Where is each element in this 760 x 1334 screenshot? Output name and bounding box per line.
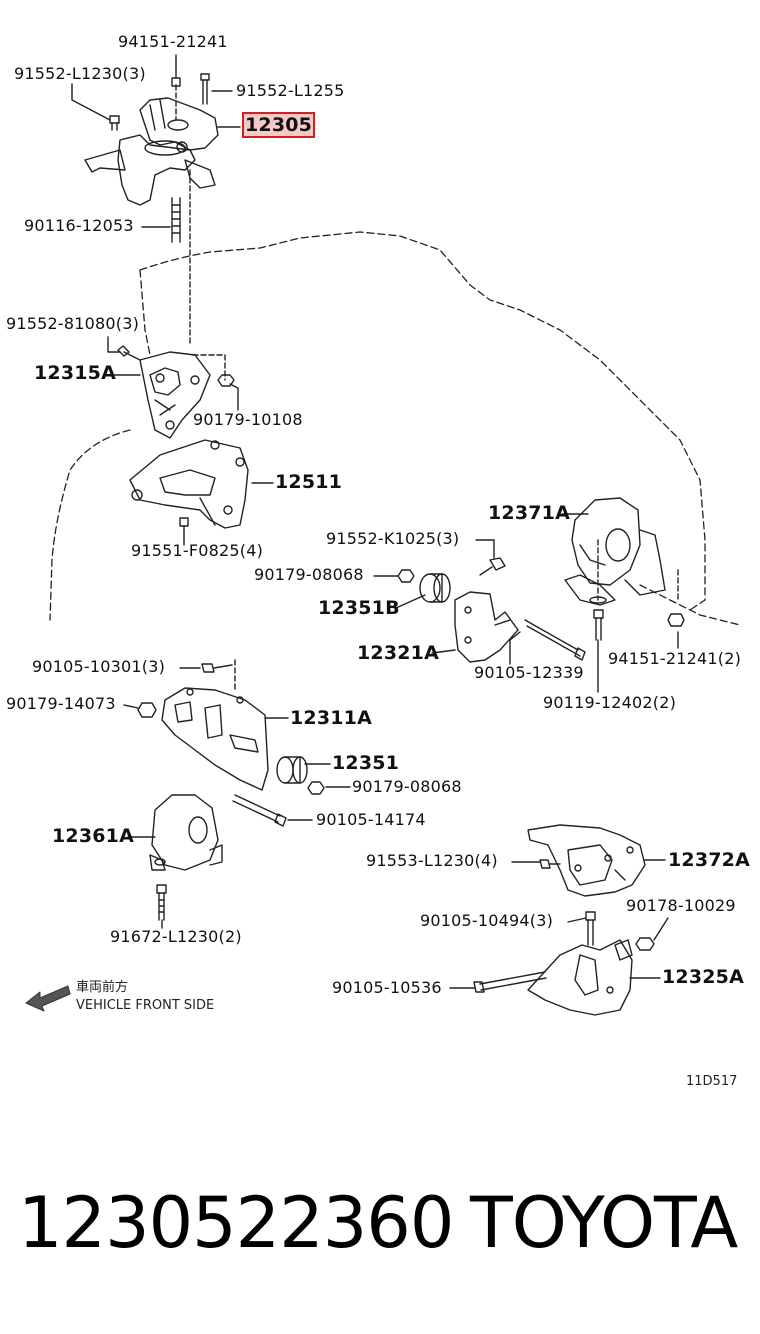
label-12321A: 12321A (357, 642, 440, 664)
engine-outline-left (139, 269, 151, 356)
bolt-94151-21241 (171, 77, 181, 87)
label-12315A: 12315A (34, 362, 117, 384)
part-12305-mount (84, 97, 219, 206)
label-94151-21241-2: 94151-21241(2) (608, 649, 742, 668)
label-91551-F0825: 91551-F0825(4) (131, 541, 264, 560)
bolt-91553-L1230 (539, 859, 561, 869)
bolt-90105-10536 (473, 971, 547, 993)
bolt-91672-L1230 (156, 884, 167, 921)
bolt-91552-L1230 (109, 115, 120, 131)
label-91552-L1255: 91552-L1255 (236, 81, 345, 100)
label-12361A: 12361A (52, 825, 135, 847)
bolt-90105-12339 (524, 619, 586, 661)
label-90105-14174: 90105-14174 (316, 810, 426, 829)
label-90179-14073: 90179-14073 (6, 694, 116, 713)
direction-label-en: VEHICLE FRONT SIDE (76, 998, 215, 1013)
nut-94151-21241 (667, 613, 685, 627)
label-91553-L1230: 91553-L1230(4) (366, 851, 498, 870)
label-90105-10494: 90105-10494(3) (420, 911, 554, 930)
label-90179-08068-lower: 90179-08068 (352, 777, 462, 796)
label-12305-highlighted: 12305 (242, 112, 316, 138)
nut-90179-08068-lower (307, 781, 325, 795)
bolt-91552-K1025 (479, 557, 506, 576)
label-90178-10029: 90178-10029 (626, 896, 736, 915)
footer-part-number: 1230522360 (18, 1182, 454, 1264)
direction-label-jp: 車両前方 (76, 980, 129, 995)
part-12311A-bracket (161, 687, 269, 791)
part-12351-bushing (276, 756, 308, 784)
stud-90116-12053 (171, 197, 181, 243)
bolt-90105-14174 (232, 794, 287, 827)
part-12315A-bracket (139, 351, 211, 439)
part-12361A-mount (149, 794, 223, 871)
label-90119-12402: 90119-12402(2) (543, 693, 677, 712)
part-12371A-mount (564, 497, 666, 606)
label-12511: 12511 (275, 471, 343, 493)
diagram-code: 11D517 (686, 1074, 738, 1089)
label-12371A: 12371A (488, 502, 571, 524)
nut-90179-08068-upper (397, 569, 415, 583)
nut-90178-10029 (635, 937, 655, 951)
nut-90179-14073 (137, 702, 157, 718)
label-12372A: 12372A (668, 849, 751, 871)
label-90179-10108: 90179-10108 (193, 410, 303, 429)
engine-outline-right (639, 584, 741, 626)
label-90105-10536: 90105-10536 (332, 978, 442, 997)
bolt-90105-10494 (585, 911, 596, 946)
bolt-90119-12402 (593, 609, 604, 641)
nut-90179-10108 (217, 374, 235, 387)
bolt-90105-10301 (201, 663, 233, 673)
engine-outline (139, 231, 706, 611)
label-90105-10301: 90105-10301(3) (32, 657, 166, 676)
part-12372A-mount (527, 824, 646, 897)
label-12351B: 12351B (318, 597, 400, 619)
label-90179-08068-upper: 90179-08068 (254, 565, 364, 584)
label-91552-K1025: 91552-K1025(3) (326, 529, 460, 548)
footer-brand: TOYOTA (470, 1182, 738, 1264)
label-90116-12053: 90116-12053 (24, 216, 134, 235)
bolt-91552-81080 (117, 345, 141, 361)
highlight-box: 12305 (242, 112, 316, 138)
label-12325A: 12325A (662, 966, 745, 988)
label-91552-81080: 91552-81080(3) (6, 314, 140, 333)
part-12321A-bracket (454, 591, 519, 663)
bolt-91552-L1255 (200, 73, 210, 105)
part-12511-bracket (129, 439, 249, 529)
engine-outline-lower (49, 429, 131, 621)
part-12325A-bracket (527, 939, 633, 1016)
bolt-91551-F0825 (179, 517, 189, 541)
label-91552-L1230: 91552-L1230(3) (14, 64, 146, 83)
label-12311A: 12311A (290, 707, 373, 729)
part-12351B-bushing (419, 573, 451, 603)
label-90105-12339: 90105-12339 (474, 663, 584, 682)
front-arrow (25, 985, 71, 1012)
label-12351: 12351 (332, 752, 400, 774)
label-94151-21241: 94151-21241 (118, 32, 228, 51)
label-91672-L1230: 91672-L1230(2) (110, 927, 242, 946)
